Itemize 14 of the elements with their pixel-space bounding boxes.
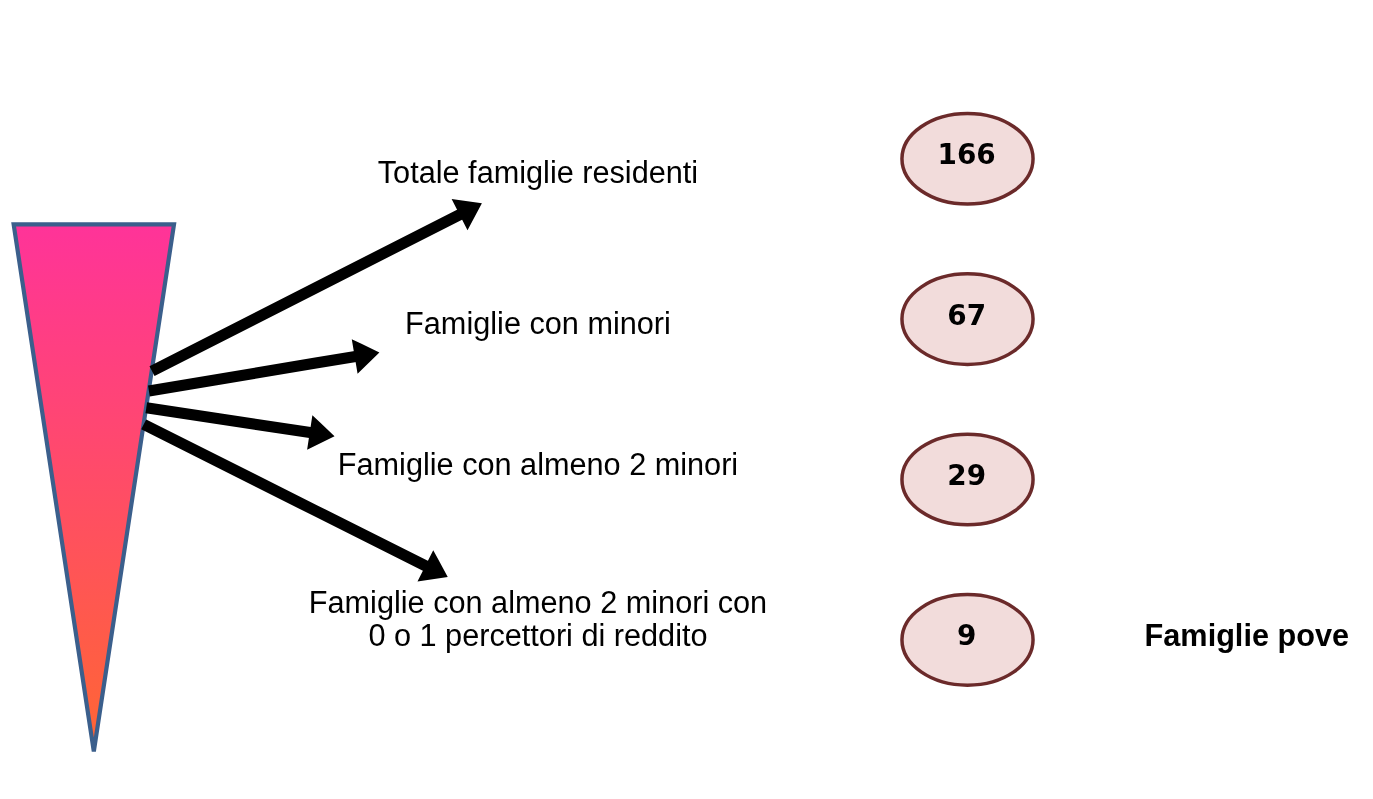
node-text: Famiglie con almeno 2 minori con 0 o 1 percettori di reddito: [308, 584, 768, 652]
node-triangle: [11, 221, 177, 753]
label: Famiglie pove: [1144, 617, 1350, 652]
arrow: [141, 418, 448, 582]
node-ellipse: 29: [900, 431, 1035, 527]
arrow: [145, 401, 335, 450]
node-ellipse: 166: [900, 111, 1035, 206]
node-text: Famiglie con almeno 2 minori: [337, 446, 739, 481]
node-text: Totale famiglie residenti: [377, 154, 699, 189]
node-ellipse: 9: [900, 592, 1035, 687]
arrow: [149, 198, 482, 376]
node-ellipse: 67: [900, 271, 1035, 366]
node-text: Famiglie con minori: [405, 305, 671, 340]
arrow: [147, 338, 380, 396]
